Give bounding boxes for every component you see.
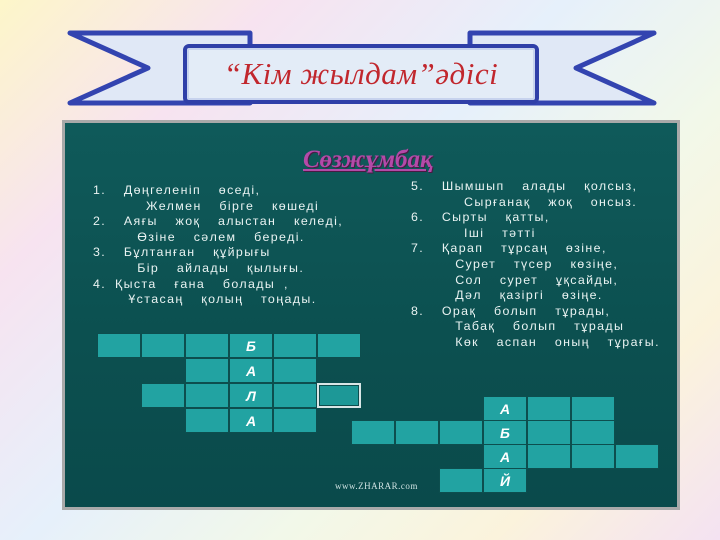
grid-cell[interactable] <box>527 396 571 421</box>
grid-cell[interactable] <box>439 420 483 445</box>
grid-cell[interactable] <box>185 358 229 383</box>
title-box: “Кім жылдам”әдісі <box>183 44 539 104</box>
clue-line: Бір айлады қылығы. <box>93 260 305 275</box>
clues-right: 5. Шымшып алады қолсыз, Сырғанақ жоқ онс… <box>411 179 660 351</box>
clue-line: 1. Дөңгеленіп өседі, <box>93 183 261 197</box>
grid-cell[interactable] <box>141 333 185 358</box>
grid-cell[interactable] <box>273 333 317 358</box>
clue-line: Дәл қазіргі өзіңе. <box>411 288 603 303</box>
clue-line: 4. Қыста ғана болады , <box>93 276 289 291</box>
grid-cell[interactable] <box>317 333 361 358</box>
clue-line: 2. Аяғы жоқ алыстан келеді, <box>93 214 344 229</box>
clue-line: 8. Орақ болып тұрады, <box>411 303 611 318</box>
crossword-board: Сөзжұмбақ 1. Дөңгеленіп өседі, Желмен бі… <box>62 120 680 510</box>
grid-cell[interactable] <box>351 420 395 445</box>
clue-line: Сурет түсер көзіңе, <box>411 256 619 271</box>
slide-title: “Кім жылдам”әдісі <box>223 56 499 91</box>
clue-line: Желмен бірге көшеді <box>93 198 320 213</box>
grid-cell-letter[interactable]: А <box>483 444 527 469</box>
clue-line: 5. Шымшып алады қолсыз, <box>411 179 638 193</box>
grid-cell[interactable] <box>185 408 229 433</box>
grid-cell[interactable] <box>527 444 571 469</box>
grid-cell[interactable] <box>395 420 439 445</box>
grid-cell[interactable] <box>571 420 615 445</box>
clue-line: 3. Бұлтанған құйрығы <box>93 245 271 260</box>
grid-cell-letter[interactable]: А <box>483 396 527 421</box>
grid-cell[interactable] <box>273 408 317 433</box>
clue-line: Іші тәтті <box>411 225 536 240</box>
board-title: Сөзжұмбақ <box>303 146 433 173</box>
website-credit: www.ZHARAR.com <box>335 481 418 491</box>
clue-line: 6. Сырты қатты, <box>411 210 550 225</box>
grid-cell[interactable] <box>97 333 141 358</box>
grid-cell[interactable] <box>273 383 317 408</box>
clue-line: Өзіне сәлем береді. <box>93 229 305 244</box>
grid-cell[interactable] <box>615 444 659 469</box>
grid-cell[interactable] <box>141 383 185 408</box>
grid-cell-letter[interactable]: Б <box>483 420 527 445</box>
clues-left: 1. Дөңгеленіп өседі, Желмен бірге көшеді… <box>93 183 343 308</box>
grid-cell[interactable] <box>527 420 571 445</box>
clue-line: Табақ болып тұрады <box>411 319 625 334</box>
grid-cell-letter[interactable]: А <box>229 358 273 383</box>
grid-cell[interactable] <box>185 383 229 408</box>
grid-cell[interactable] <box>273 358 317 383</box>
grid-cell-letter[interactable]: Й <box>483 468 527 493</box>
clue-line: Ұстасаң қолың тоңады. <box>93 292 317 307</box>
grid-cell[interactable] <box>439 468 483 493</box>
grid-cell-letter[interactable]: А <box>229 408 273 433</box>
grid-cell-letter[interactable]: Л <box>229 383 273 408</box>
clue-line: 7. Қарап тұрсаң өзіне, <box>411 241 607 256</box>
clue-line: Көк аспан оның тұрағы. <box>411 334 660 349</box>
clue-line: Сырғанақ жоқ онсыз. <box>411 194 638 209</box>
grid-cell-selected[interactable] <box>317 383 361 408</box>
grid-cell[interactable] <box>185 333 229 358</box>
grid-cell[interactable] <box>571 396 615 421</box>
grid-cell[interactable] <box>571 444 615 469</box>
clue-line: Сол сурет ұқсайды, <box>411 272 619 287</box>
grid-cell-letter[interactable]: Б <box>229 333 273 358</box>
